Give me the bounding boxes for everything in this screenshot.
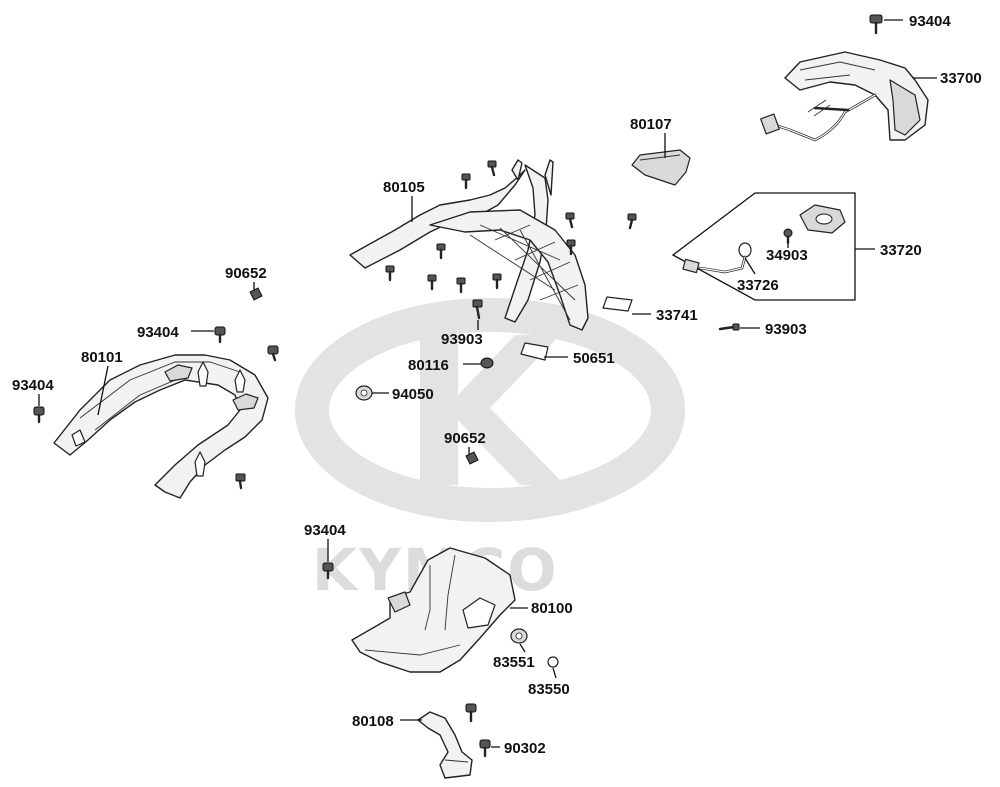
bolt-93404-left-b	[33, 406, 45, 424]
bolt-93404-top	[869, 14, 883, 35]
label-33726: 33726	[737, 277, 779, 294]
label-90652-left: 90652	[225, 265, 267, 282]
label-80116: 80116	[408, 357, 449, 374]
bolt-93404-bottom	[322, 562, 334, 580]
label-93404-left-a: 93404	[137, 324, 179, 341]
clip-90652-center	[465, 451, 479, 465]
clip-90652-left	[249, 287, 263, 301]
label-93903-center: 93903	[441, 331, 483, 348]
nut-94050	[355, 385, 373, 401]
reflector-33741	[602, 296, 633, 312]
label-93404-bottom: 93404	[304, 522, 346, 539]
label-50651: 50651	[573, 350, 615, 367]
nut-80116	[480, 357, 494, 369]
label-94050: 94050	[392, 386, 434, 403]
bolt-left-extra	[267, 345, 279, 362]
rear-cover-80100	[351, 547, 516, 673]
label-93903-right: 93903	[765, 321, 807, 338]
label-80101: 80101	[81, 349, 123, 366]
bolt-93404-left-a	[214, 326, 226, 344]
part-labels: 93404 33700 80107 80105 33720 34903 3372…	[12, 13, 982, 757]
label-93404-left-b: 93404	[12, 377, 54, 394]
label-90302: 90302	[504, 740, 546, 757]
label-33741: 33741	[656, 307, 698, 324]
label-83551: 83551	[493, 654, 535, 671]
rear-frame-80105	[349, 159, 589, 331]
label-34903: 34903	[766, 247, 808, 264]
light-cover-80107	[631, 149, 691, 186]
label-50651	[520, 342, 549, 361]
grommet-83551	[510, 628, 528, 644]
side-cover-80101	[53, 354, 269, 499]
socket-33726	[682, 242, 752, 274]
label-93404-top: 93404	[909, 13, 951, 30]
screw-93903-right	[718, 323, 740, 331]
bolt-80108-top	[465, 703, 477, 723]
tail-light-assembly	[760, 51, 929, 142]
bracket-80108	[417, 711, 473, 779]
label-33720: 33720	[880, 242, 922, 259]
kymco-watermark: KYMCO	[295, 298, 685, 604]
label-33700: 33700	[940, 70, 982, 87]
washer-83550	[547, 656, 559, 668]
screw-34903	[783, 228, 793, 245]
label-80107: 80107	[630, 116, 672, 133]
bolt-left-lower	[235, 473, 246, 490]
frame-screws	[385, 160, 637, 320]
leader-lines	[38, 19, 937, 748]
license-light-group-box	[671, 192, 856, 301]
label-90652-center: 90652	[444, 430, 486, 447]
label-83550: 83550	[528, 681, 570, 698]
label-80105: 80105	[383, 179, 425, 196]
label-80108: 80108	[352, 713, 394, 730]
bolt-90302	[479, 739, 491, 758]
label-80100: 80100	[531, 600, 573, 617]
